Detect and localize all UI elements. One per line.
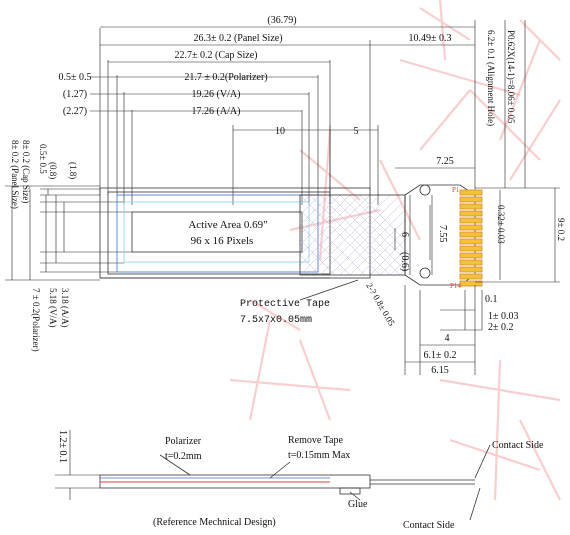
cap-height-label: 8± 0.2 (Cap Size) <box>21 140 31 203</box>
offset-08-label: (0.8) <box>48 162 58 179</box>
remove-tape-thickness-label: t=0.15mm Max <box>288 450 350 461</box>
aa-width-label: 17.26 (A/A) <box>192 106 241 117</box>
active-area-pixels: 96 x 16 Pixels <box>191 235 254 247</box>
dim-01-label: 0.1 <box>485 294 498 305</box>
dim-10-label: 10 <box>275 126 285 137</box>
height-9-label: 9± 0.2 <box>556 218 566 241</box>
dim-6-label: 6 <box>399 232 410 237</box>
total-width-label: (36.79) <box>267 15 296 26</box>
pitch-label: P0.62X(14-1)=8.06± 0.05 <box>506 30 516 124</box>
polarizer-thickness-label: t=0.2mm <box>165 451 202 462</box>
tape-leader-line <box>299 279 359 301</box>
dim-725-label: 7.25 <box>436 156 454 167</box>
left-offset-227-label: (2.27) <box>63 106 87 117</box>
dim-5-label: 5 <box>354 126 359 137</box>
top-dimensions <box>90 20 476 205</box>
polarizer-side-label: Polarizer <box>165 436 202 447</box>
pin-last-label: P14 <box>450 282 461 290</box>
protective-tape-hatch <box>300 195 405 275</box>
dim-2-label: 2± 0.2 <box>488 322 514 333</box>
offset-05-label: 0.5± 0.5 <box>38 144 48 174</box>
dim-1-label: 1± 0.03 <box>488 311 519 322</box>
protective-tape-outline <box>299 194 406 276</box>
dim-615-label: 6.15 <box>431 365 449 376</box>
offset-18-label: (1.8) <box>68 162 78 179</box>
alignment-hole-label: 6.2± 0.1 (Alignment Hole) <box>486 30 496 126</box>
left-offset-127-label: (1.27) <box>63 89 87 100</box>
contact-side-bottom-label: Contact Side <box>403 520 455 531</box>
pin-first-label: P1 <box>452 186 460 194</box>
dim-06-label: (0.6) <box>399 252 410 271</box>
polarizer-width-label: 21.7 ± 0.2(Polarizer) <box>184 72 267 83</box>
dim-61-label: 6.1± 0.2 <box>424 350 457 361</box>
thickness-label: 1.2± 0.1 <box>57 430 68 463</box>
tail-width-label: 10.49± 0.3 <box>409 33 452 44</box>
active-area-title: Active Area 0.69" <box>188 219 267 231</box>
polarizer-height-label: 7 ± 0.2(Polarizer) <box>31 288 41 352</box>
panel-size-label: 26.3± 0.2 (Panel Size) <box>193 33 282 44</box>
panel-height-label: 8± 0.2 (Panel Size) <box>10 140 20 209</box>
panel-outline <box>99 187 371 279</box>
cap-size-label: 22.7± 0.2 (Cap Size) <box>175 50 258 61</box>
dim-755-label: 7.55 <box>437 225 448 243</box>
protective-tape-label: Protective Tape <box>240 298 330 310</box>
reference-caption: (Reference Mechnical Design) <box>153 517 276 528</box>
protective-tape-size: 7.5x7x0.05mm <box>240 315 312 326</box>
dim-4-label: 4 <box>445 333 450 344</box>
contact-side-right-label: Contact Side <box>492 440 544 451</box>
hole-diameter-label: 2-? 0.8± 0.05 <box>364 281 397 328</box>
side-view <box>55 430 491 521</box>
glue-label: Glue <box>348 499 368 510</box>
remove-tape-label: Remove Tape <box>288 435 343 446</box>
pin-width-label: 0.32± 0.03 <box>496 205 506 244</box>
va-width-label: 19.26 (V/A) <box>192 89 241 100</box>
aa-height-label: 3.18 (A/A) <box>60 288 70 328</box>
left-offset-05-label: 0.5± 0.5 <box>59 72 92 83</box>
fpc-pins <box>459 189 483 287</box>
va-height-label: 5.18 (V/A) <box>48 288 58 328</box>
right-dimensions <box>394 20 560 375</box>
